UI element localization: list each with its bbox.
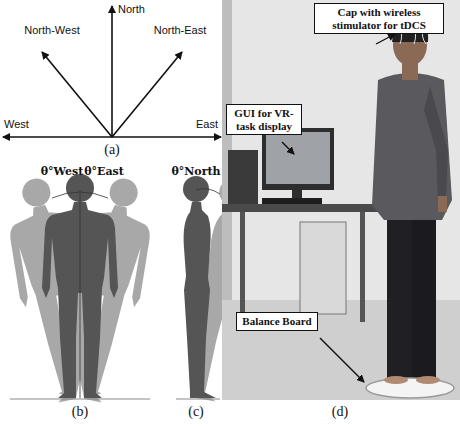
front-view-figures bbox=[0, 171, 164, 406]
gui-leader bbox=[282, 142, 294, 154]
desk-leg bbox=[240, 212, 245, 322]
head bbox=[107, 176, 140, 209]
direction-label: North-West bbox=[24, 24, 79, 37]
panel-label: (c) bbox=[188, 404, 204, 420]
shirt bbox=[372, 73, 452, 220]
monitor-screen bbox=[266, 132, 330, 184]
angle-label: θ°East bbox=[84, 166, 124, 179]
desk-leg bbox=[360, 212, 365, 322]
angle-label: θ°North bbox=[171, 166, 220, 179]
ground-line bbox=[176, 399, 220, 400]
cpu-tower bbox=[300, 222, 346, 314]
hand bbox=[438, 196, 447, 212]
compass-arrows bbox=[3, 6, 221, 137]
foot bbox=[384, 376, 408, 384]
monitor-frame bbox=[262, 128, 334, 190]
callout-text: Cap with wireless stimulator for tDCS bbox=[319, 6, 439, 31]
body bbox=[43, 198, 158, 406]
foot bbox=[416, 376, 440, 384]
panel-label: (b) bbox=[72, 404, 88, 420]
angle-arc bbox=[196, 189, 220, 194]
leg bbox=[412, 210, 436, 378]
wall bbox=[222, 0, 460, 400]
north-east-arrow bbox=[112, 52, 182, 137]
direction-label: West bbox=[4, 118, 29, 131]
board-leader bbox=[320, 338, 364, 382]
speaker bbox=[228, 150, 258, 206]
callout-text: GUI for VR-task display bbox=[231, 107, 297, 132]
keyboard bbox=[262, 198, 322, 204]
head bbox=[20, 176, 53, 209]
direction-label: East bbox=[196, 118, 218, 131]
upright-side-figure bbox=[183, 176, 216, 398]
direction-label: North-East bbox=[154, 24, 207, 37]
vertical-line bbox=[80, 190, 81, 398]
body bbox=[184, 202, 216, 398]
callout-box: Cap with wireless stimulator for tDCS bbox=[314, 3, 444, 34]
angle-arc bbox=[52, 192, 108, 198]
arm bbox=[424, 86, 448, 200]
west-arrow bbox=[3, 136, 112, 138]
setup-photo bbox=[222, 0, 460, 400]
north-arrow bbox=[111, 6, 113, 137]
panel-label: (a) bbox=[104, 142, 120, 158]
cap-leader bbox=[376, 34, 395, 44]
desk-top bbox=[222, 204, 382, 212]
north-west-arrow bbox=[42, 52, 112, 137]
callout-box: GUI for VR-task display bbox=[226, 104, 302, 135]
ground-line bbox=[10, 399, 150, 400]
callout-box: Balance Board bbox=[236, 312, 318, 331]
tilt-east-figure bbox=[43, 171, 164, 406]
panel-label: (d) bbox=[332, 404, 348, 420]
balance-board bbox=[366, 378, 454, 398]
direction-label: North bbox=[118, 3, 145, 16]
callout-text: Balance Board bbox=[241, 315, 313, 328]
east-arrow bbox=[112, 136, 221, 138]
angle-label: θ°West bbox=[41, 166, 84, 179]
angle-lines bbox=[52, 190, 108, 398]
leg bbox=[387, 210, 412, 378]
upright-figure bbox=[42, 174, 118, 398]
